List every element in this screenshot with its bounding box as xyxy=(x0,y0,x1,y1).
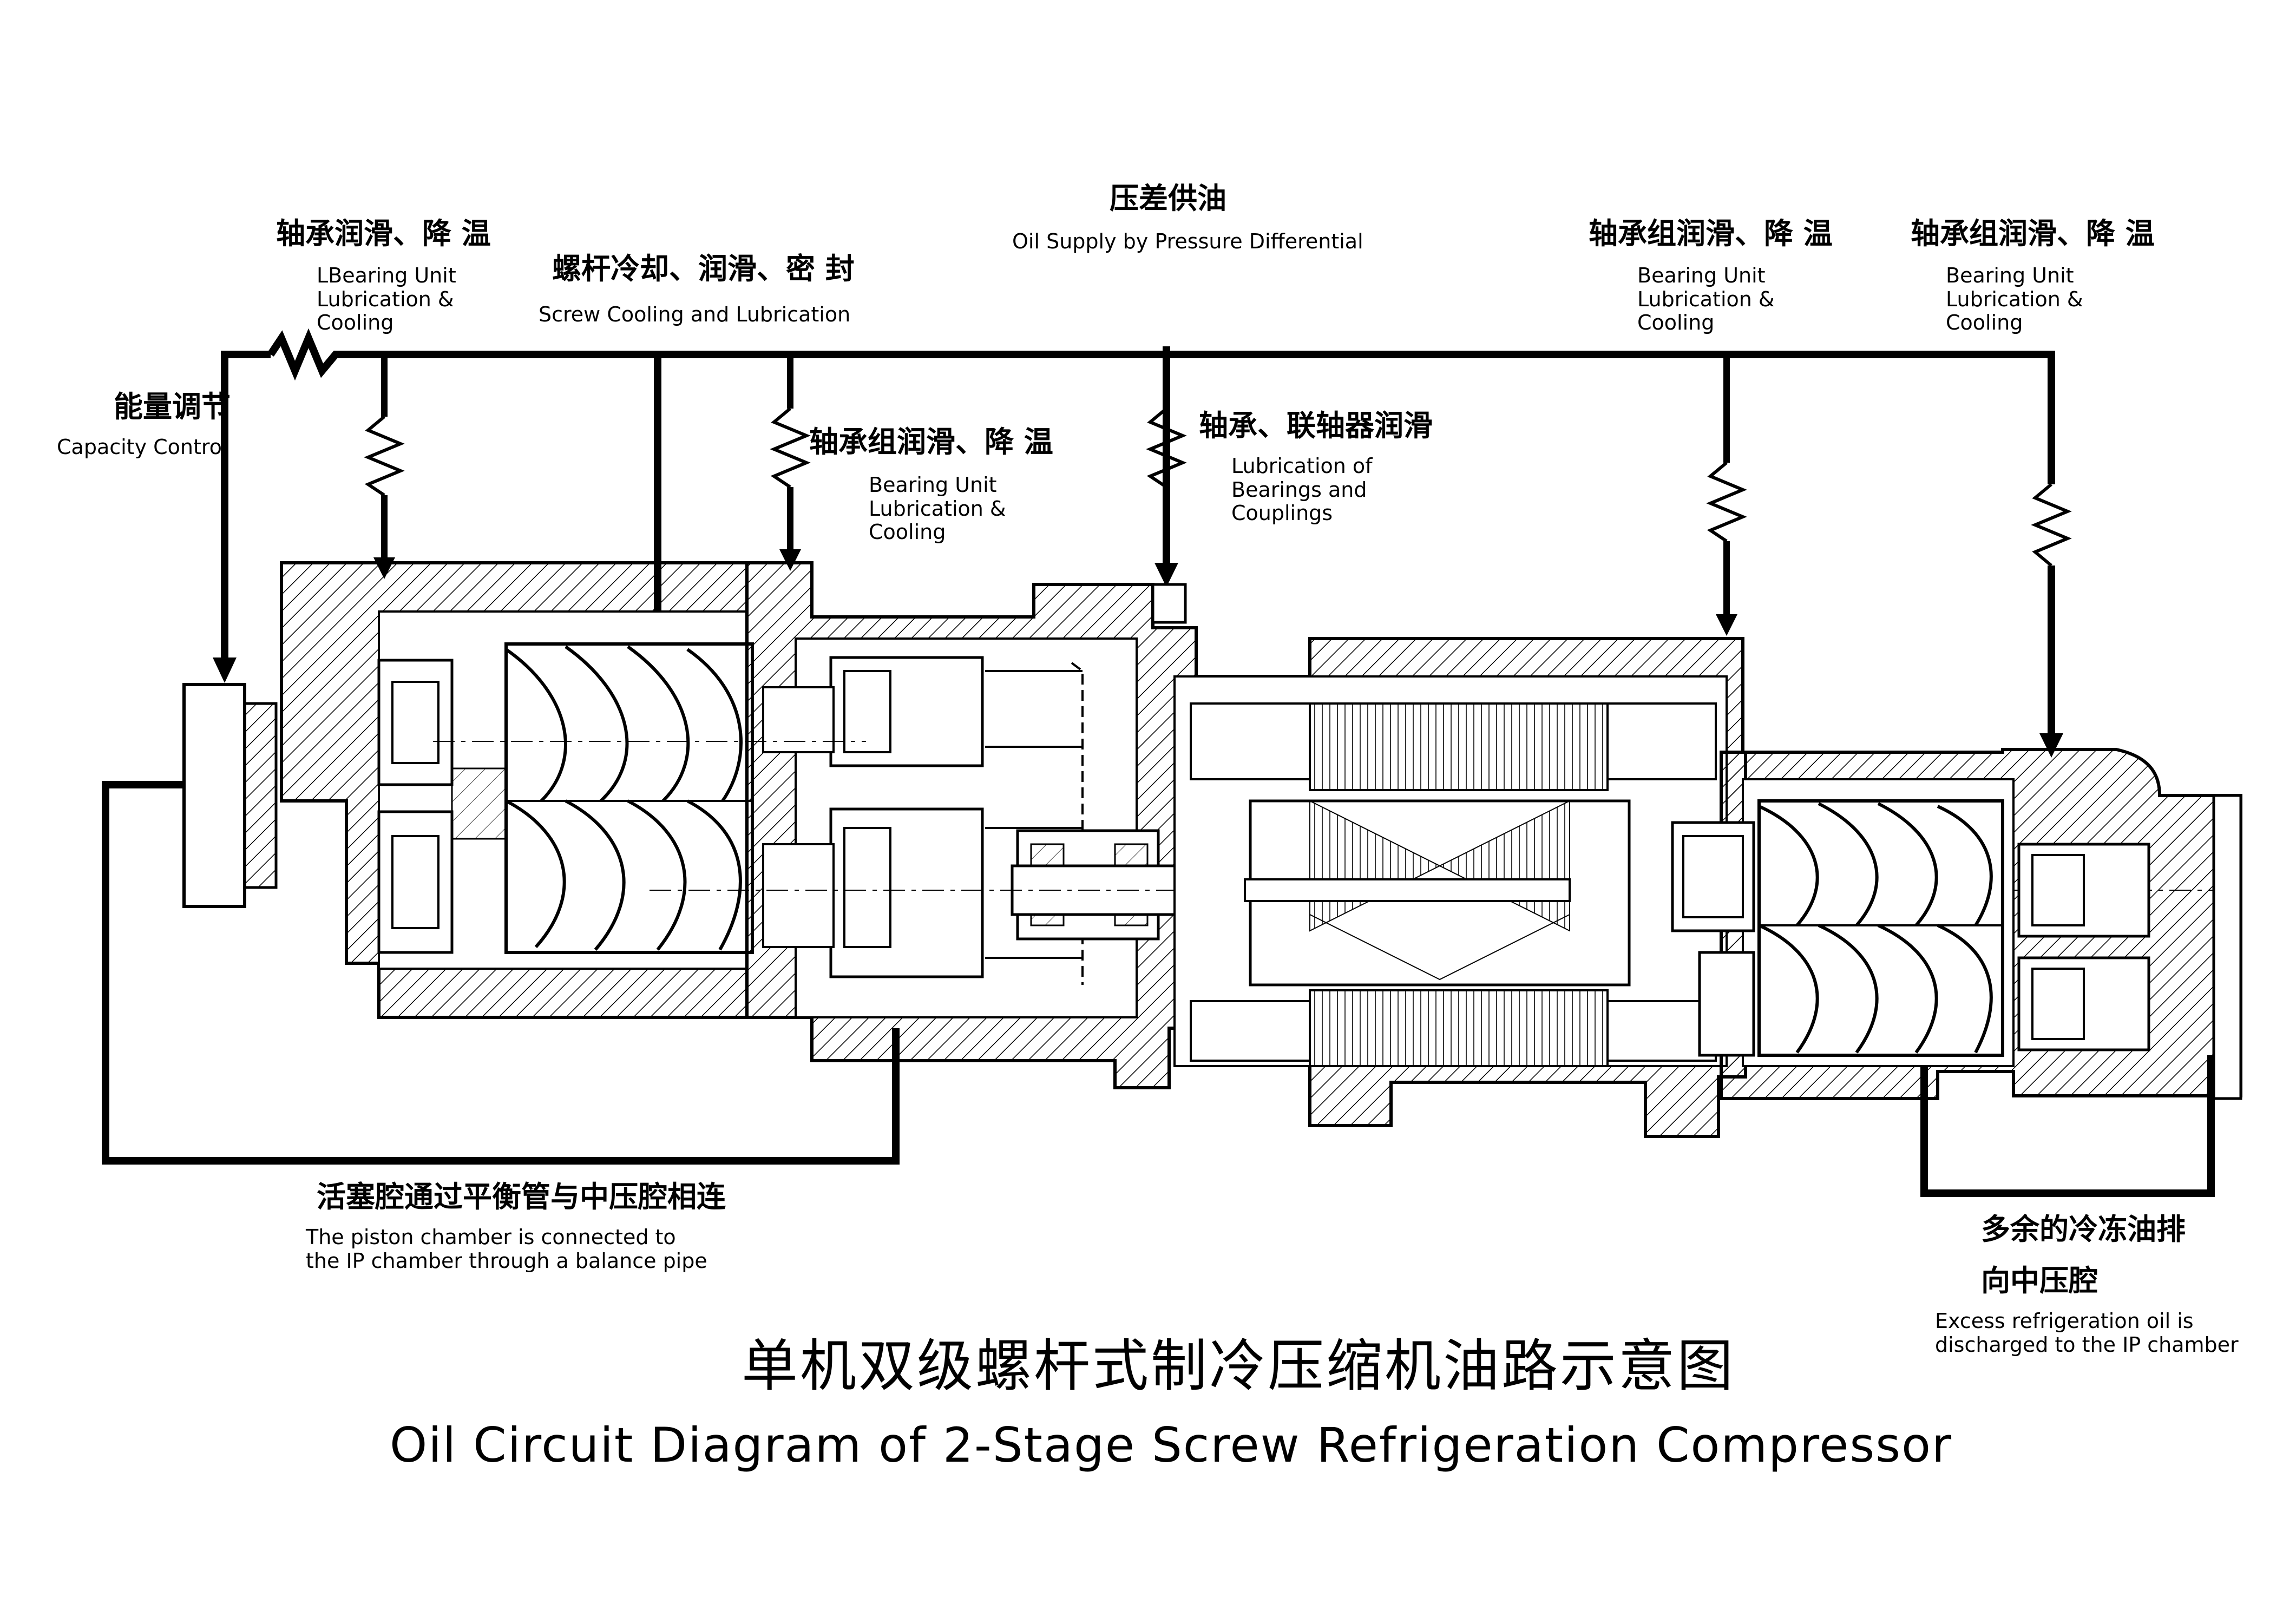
diagram-title-en: Oil Circuit Diagram of 2-Stage Screw Ref… xyxy=(390,1417,1953,1473)
left-bearing-bottom xyxy=(377,810,454,954)
oil-main-header xyxy=(221,328,2055,736)
mid-bearing-label-en: Bearing Unit Lubrication & Cooling xyxy=(869,473,1006,544)
capacity-piston-flange xyxy=(182,683,246,908)
pressure-supply-label-cn: 压差供油 xyxy=(1110,181,1226,215)
mid-bearing-branch xyxy=(770,354,811,552)
diagram-title-cn: 单机双级螺杆式制冷压缩机油路示意图 xyxy=(742,1333,1736,1399)
end-cover xyxy=(2212,794,2242,1100)
stator-bottom xyxy=(1309,989,1609,1067)
left-bearing-top xyxy=(377,659,454,786)
capacity-arrow xyxy=(213,658,237,683)
right-bearing1-arrow xyxy=(1716,614,1737,636)
balance-pipe-label-cn: 活塞腔通过平衡管与中压腔相连 xyxy=(317,1179,726,1214)
right-bearing-bottom xyxy=(1698,951,1755,1057)
excess-oil-return xyxy=(1920,1055,2215,1197)
coupling-label-en: Lubrication of Bearings and Couplings xyxy=(1231,454,1373,525)
coupling-label-cn: 轴承、联轴器润滑 xyxy=(1199,408,1433,443)
oil-inlet-fitting xyxy=(1151,583,1187,624)
stage2-screw-rotor xyxy=(1757,799,2004,1057)
stator-top xyxy=(1309,702,1609,791)
balance-pipe xyxy=(102,781,900,1165)
mid-bearing-label-cn: 轴承组润滑、降 温 xyxy=(809,424,1053,459)
capacity-control-label-en: Capacity Control xyxy=(57,435,228,459)
balance-pipe-label-en: The piston chamber is connected to the I… xyxy=(306,1225,707,1273)
compressor-body xyxy=(182,561,2242,1138)
stage1-screw-rotor xyxy=(504,642,754,954)
capacity-control-label-cn: 能量调节 xyxy=(114,389,231,424)
screw-cooling-label-cn: 螺杆冷却、润滑、密 封 xyxy=(552,251,855,286)
right-bearing-top xyxy=(1671,821,1755,932)
mid-bearing-top xyxy=(829,656,984,767)
right-bearing1-branch xyxy=(1706,354,1747,617)
right-bearing2-arrow xyxy=(2039,733,2063,758)
excess-oil-label-en: Excess refrigeration oil is discharged t… xyxy=(1935,1309,2239,1357)
piston-neck xyxy=(243,702,278,889)
right-bearing1-label-en: Bearing Unit Lubrication & Cooling xyxy=(1637,264,1775,335)
pressure-supply-arrow xyxy=(1154,563,1178,587)
motor-winding-top xyxy=(1190,702,1311,780)
pressure-supply-label-en: Oil Supply by Pressure Differential xyxy=(1012,229,1363,253)
excess-oil-label-cn-1: 多余的冷冻油排 xyxy=(1981,1212,2186,1246)
motor-winding-bottom xyxy=(1190,1000,1311,1062)
screw-cooling-label-en: Screw Cooling and Lubrication xyxy=(539,303,851,326)
left-bearing-label-en: LBearing Unit Lubrication & Cooling xyxy=(317,264,456,335)
right-bearing1-label-cn: 轴承组润滑、降 温 xyxy=(1589,216,1833,251)
right-bearing2-spring xyxy=(2031,483,2072,567)
coupling-branch xyxy=(1146,407,1187,489)
mid-bearing-arrow xyxy=(779,549,801,571)
left-bearing-branch xyxy=(364,354,405,563)
left-bearing-label-cn: 轴承润滑、降 温 xyxy=(276,216,491,251)
right-bearing2-label-en: Bearing Unit Lubrication & Cooling xyxy=(1946,264,2083,335)
excess-oil-label-cn-2: 向中压腔 xyxy=(1981,1263,2098,1298)
right-bearing2-label-cn: 轴承组润滑、降 温 xyxy=(1911,216,2155,251)
mid-bearing-bottom xyxy=(829,807,984,978)
